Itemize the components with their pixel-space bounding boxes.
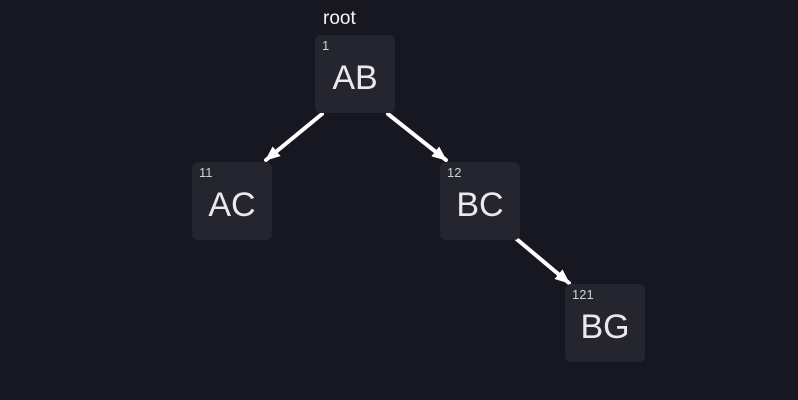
tree-node-bg[interactable]: 121 BG: [565, 284, 645, 362]
node-id: 1: [322, 38, 330, 53]
tree-node-ab[interactable]: 1 AB: [315, 35, 395, 113]
node-id: 11: [199, 165, 213, 180]
tree-node-bc[interactable]: 12 BC: [440, 162, 520, 240]
edge-ab-bc: [386, 112, 448, 162]
node-label: AC: [208, 185, 256, 224]
tree-node-ac[interactable]: 11 AC: [192, 162, 272, 240]
node-id: 121: [572, 287, 594, 302]
edge-ab-ac: [264, 112, 324, 162]
root-label: root: [323, 8, 356, 29]
node-label: AB: [332, 58, 378, 97]
node-label: BC: [456, 185, 504, 224]
node-id: 12: [447, 165, 462, 180]
node-label: BG: [580, 307, 630, 346]
edge-bc-bg: [511, 234, 571, 285]
